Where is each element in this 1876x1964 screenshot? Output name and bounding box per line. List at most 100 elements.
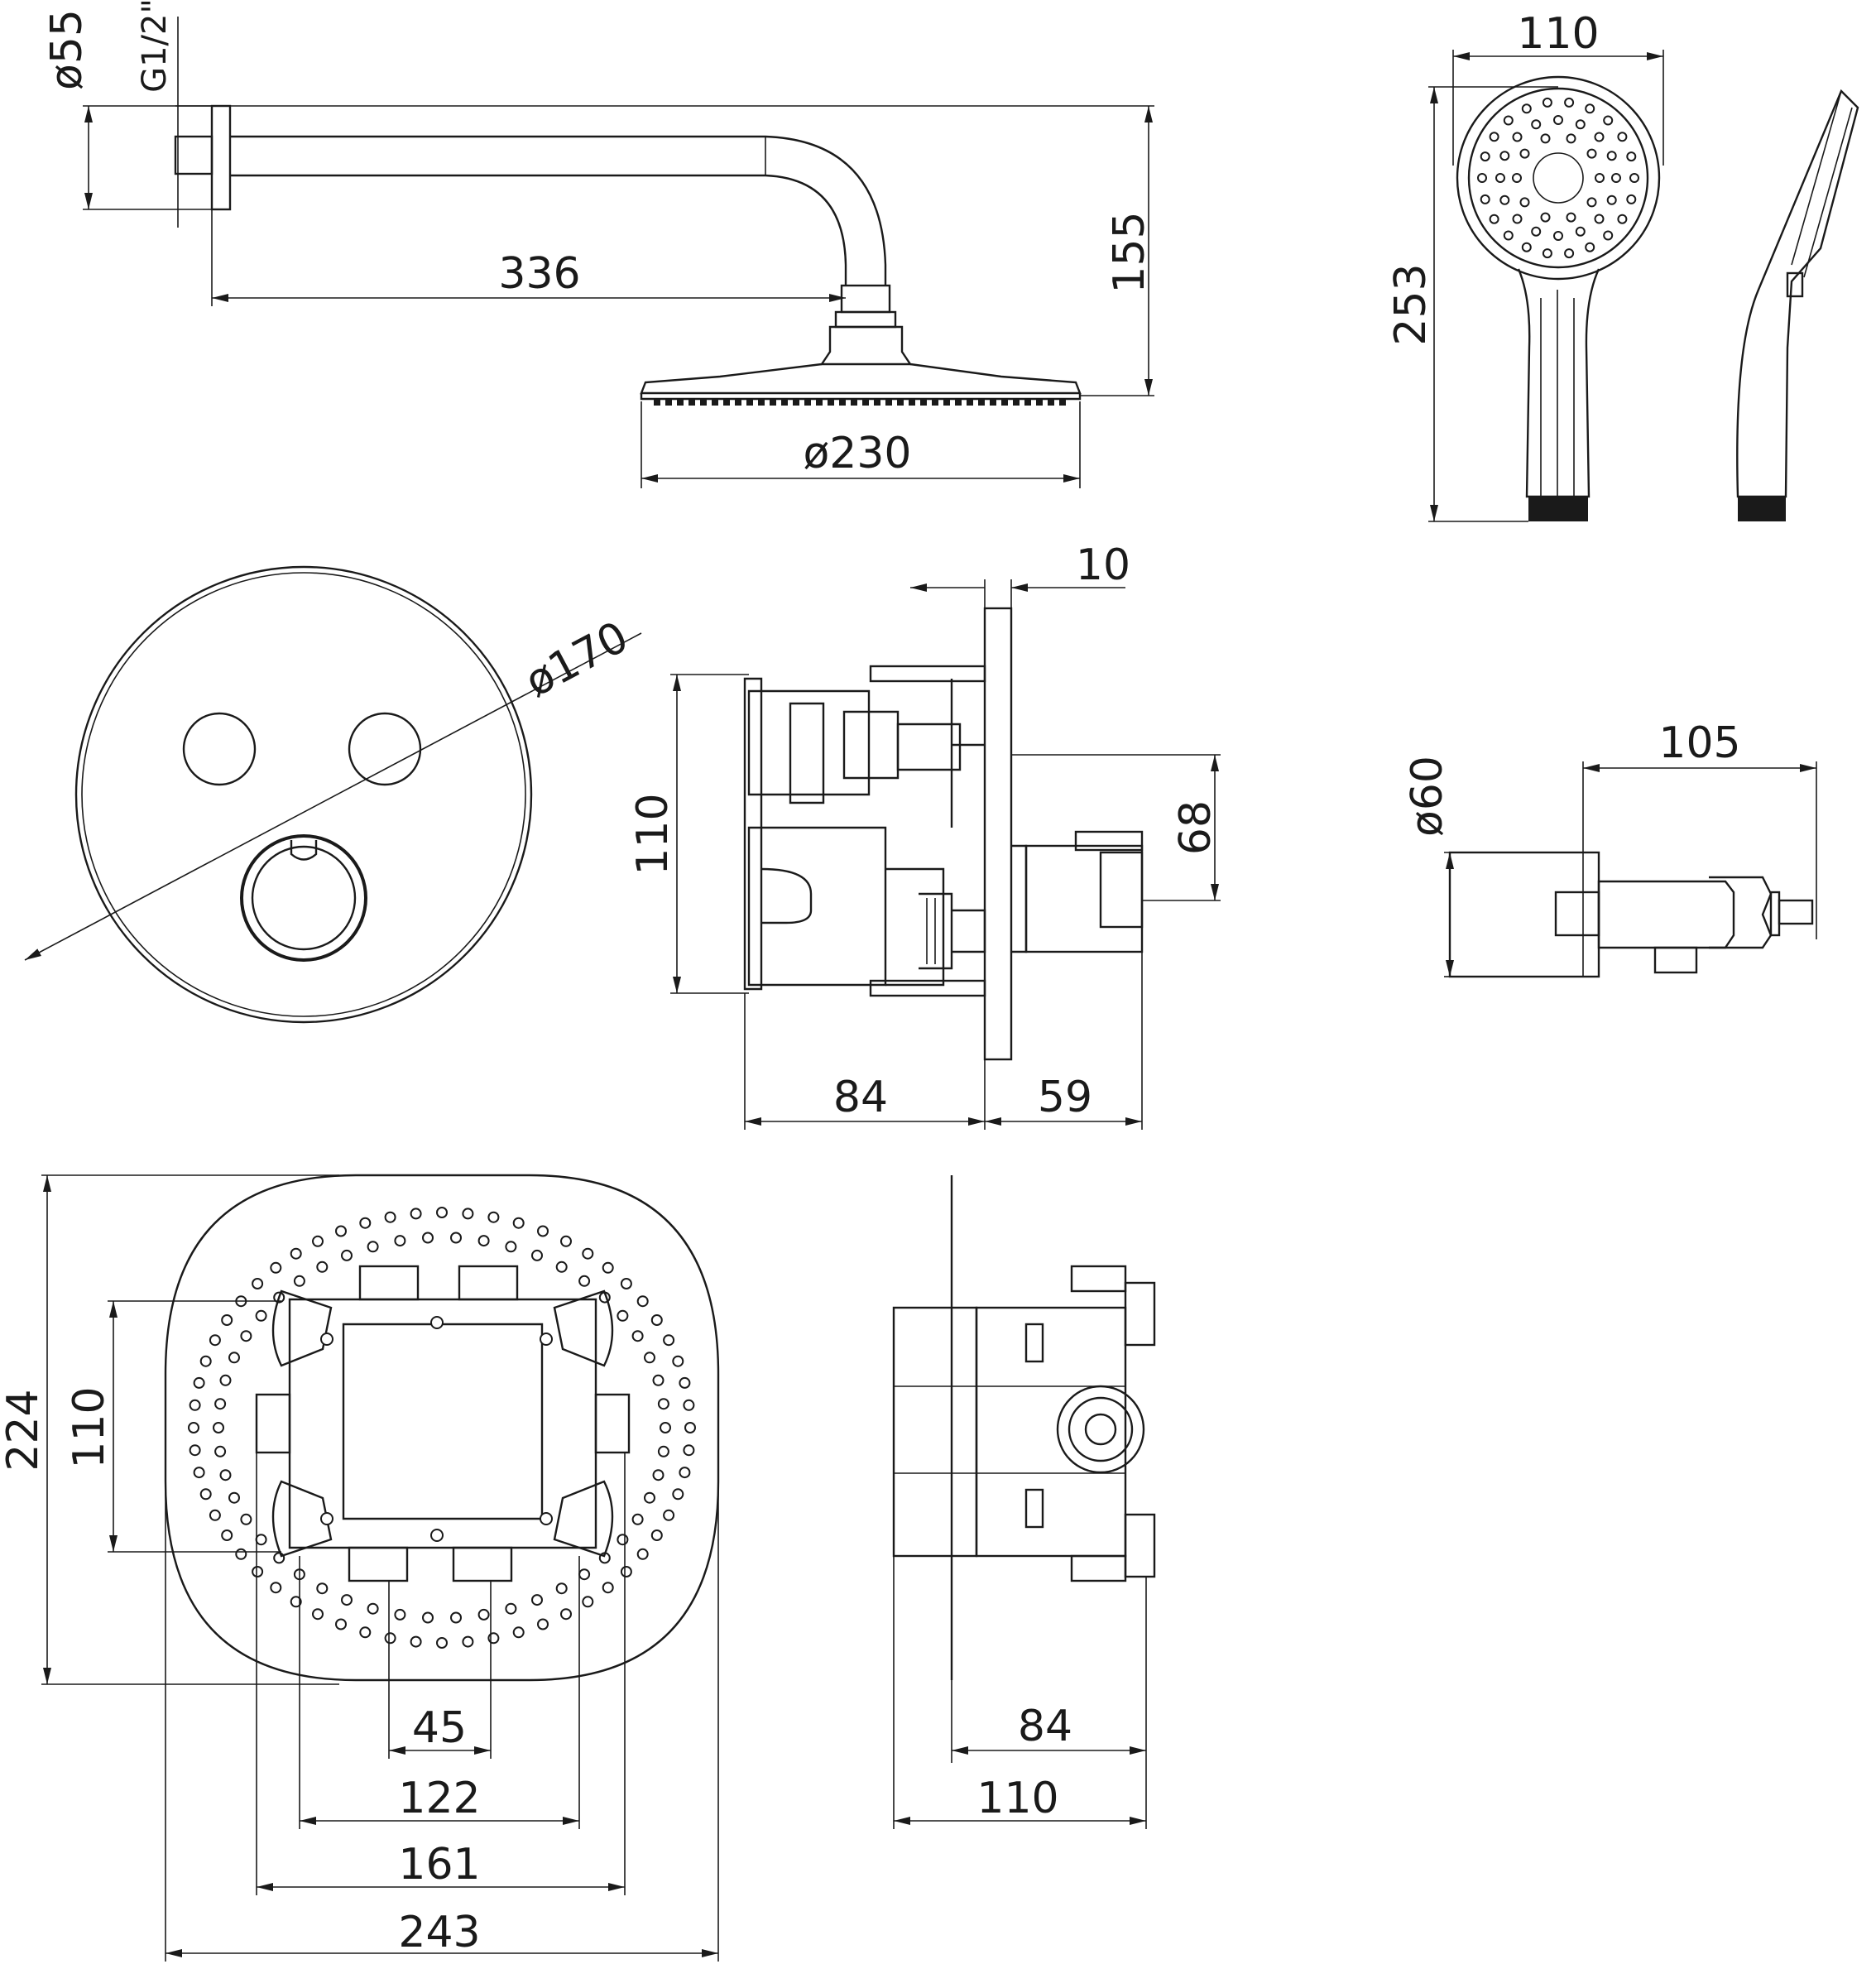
perforation-hole bbox=[620, 1566, 632, 1577]
perforation-hole bbox=[290, 1596, 302, 1608]
perforation-hole bbox=[255, 1534, 267, 1546]
spray-nozzle bbox=[1606, 194, 1617, 205]
nozzle bbox=[770, 399, 776, 406]
nozzle bbox=[874, 399, 880, 406]
nozzle bbox=[746, 399, 753, 406]
spray-nozzle bbox=[1519, 197, 1530, 208]
spray-nozzle bbox=[1564, 97, 1575, 108]
perforation-hole bbox=[221, 1529, 233, 1541]
perforation-hole bbox=[531, 1594, 543, 1606]
perforation-hole bbox=[650, 1529, 663, 1541]
perforation-hole bbox=[221, 1314, 233, 1326]
dim-plate-diameter: ø170 bbox=[517, 612, 636, 708]
arm-inner bbox=[230, 174, 847, 286]
nozzle bbox=[712, 399, 718, 406]
perforation-hole bbox=[394, 1608, 406, 1621]
perforation-hole bbox=[335, 1225, 347, 1237]
holder-base bbox=[1448, 851, 1600, 978]
dim-holder-diameter: ø60 bbox=[1403, 756, 1452, 837]
perforation-hole bbox=[617, 1534, 629, 1546]
nozzle bbox=[781, 399, 788, 406]
spray-nozzle bbox=[1480, 151, 1490, 162]
spray-nozzle bbox=[1629, 173, 1639, 183]
dim-hole-spacing-outer: 161 bbox=[398, 1840, 480, 1890]
nozzle bbox=[1024, 399, 1031, 406]
perforation-hole bbox=[410, 1208, 422, 1220]
install-plate bbox=[164, 1174, 720, 1682]
spray-nozzle bbox=[1531, 119, 1542, 130]
nozzle bbox=[654, 399, 660, 406]
spray-nozzle bbox=[1566, 133, 1576, 144]
spray-nozzle bbox=[1617, 132, 1628, 142]
perforation-hole bbox=[636, 1548, 649, 1560]
perforation-hole bbox=[394, 1235, 406, 1247]
spray-nozzle bbox=[1499, 151, 1510, 161]
push-button-left bbox=[182, 712, 257, 786]
trim-plate bbox=[983, 607, 1013, 1061]
perforation-hole bbox=[578, 1275, 591, 1287]
nozzle bbox=[700, 399, 707, 406]
spray-nozzle bbox=[1499, 194, 1510, 205]
perforation-hole bbox=[620, 1278, 632, 1289]
perforation-hole bbox=[512, 1626, 525, 1639]
nozzle bbox=[967, 399, 973, 406]
spray-nozzle bbox=[1626, 151, 1637, 162]
spray-nozzle bbox=[1542, 97, 1552, 108]
spray-nozzle bbox=[1542, 248, 1552, 259]
nozzle bbox=[851, 399, 857, 406]
spray-nozzle bbox=[1521, 242, 1532, 252]
dim-box-height: 224 bbox=[0, 1389, 48, 1471]
spray-nozzle bbox=[1480, 194, 1490, 204]
perforation-hole bbox=[252, 1278, 264, 1289]
valve-side-view: 10 110 68 84 59 bbox=[628, 540, 1221, 1130]
spray-nozzle bbox=[1553, 115, 1563, 125]
perforation-hole bbox=[312, 1608, 324, 1621]
nozzle bbox=[862, 399, 869, 406]
perforation-hole bbox=[341, 1249, 353, 1261]
spray-nozzle bbox=[1512, 132, 1523, 142]
perforation-hole bbox=[679, 1467, 691, 1479]
perforation-hole bbox=[316, 1261, 329, 1273]
perforation-hole bbox=[240, 1513, 252, 1525]
perforation-hole bbox=[555, 1582, 568, 1595]
hand-shower-view: 110 253 bbox=[1386, 9, 1859, 522]
perforation-hole bbox=[660, 1422, 671, 1433]
nozzle bbox=[1001, 399, 1008, 406]
spray-nozzle bbox=[1512, 173, 1522, 183]
spray-nozzle bbox=[1566, 212, 1576, 223]
perforation-hole bbox=[631, 1513, 644, 1525]
perforation-hole bbox=[312, 1235, 324, 1247]
perforation-hole bbox=[505, 1602, 517, 1615]
dim-box-width: 243 bbox=[398, 1908, 480, 1957]
perforation-hole bbox=[512, 1217, 525, 1229]
perforation-hole bbox=[617, 1309, 629, 1322]
perforation-hole bbox=[270, 1582, 282, 1594]
cover-plate bbox=[74, 565, 533, 1024]
perforation-hole bbox=[335, 1618, 347, 1630]
perforation-hole bbox=[683, 1399, 695, 1411]
perforation-hole bbox=[683, 1444, 695, 1457]
dim-hand-length: 253 bbox=[1386, 263, 1436, 345]
install-box-front-view: 224 110 45 122 161 243 bbox=[0, 1174, 720, 1962]
dim-side-depth-outer: 110 bbox=[976, 1774, 1058, 1823]
spray-nozzle bbox=[1503, 230, 1514, 241]
hand-shower-handle bbox=[1517, 268, 1600, 498]
perforation-hole bbox=[422, 1232, 434, 1244]
perforation-hole bbox=[252, 1566, 264, 1577]
perforation-hole bbox=[290, 1247, 302, 1260]
perforation-hole bbox=[652, 1469, 665, 1481]
perforation-hole bbox=[582, 1596, 594, 1608]
spray-nozzle bbox=[1595, 173, 1605, 183]
hand-shower-side bbox=[1736, 89, 1859, 498]
perforation-hole bbox=[410, 1635, 422, 1648]
perforation-hole bbox=[602, 1261, 614, 1274]
perforation-hole bbox=[384, 1211, 396, 1223]
perforation-hole bbox=[537, 1225, 549, 1237]
perforation-hole bbox=[209, 1509, 221, 1521]
dim-inner-height: 110 bbox=[65, 1386, 114, 1468]
perforation-hole bbox=[367, 1602, 379, 1615]
nozzle bbox=[804, 399, 811, 406]
nozzle bbox=[816, 399, 823, 406]
perforation-hole bbox=[273, 1552, 285, 1564]
dim-arm-flange-diameter: ø55 bbox=[42, 9, 92, 90]
